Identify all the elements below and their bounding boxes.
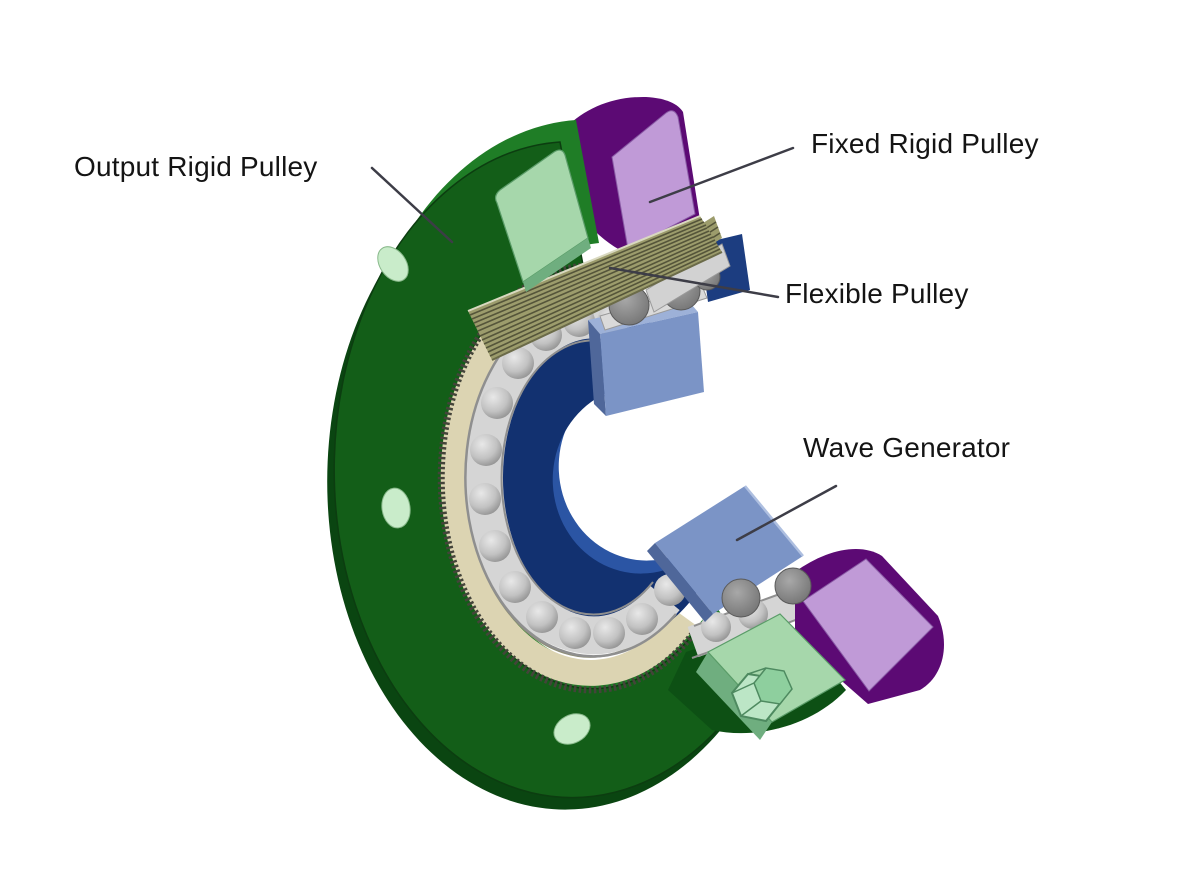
hex-bore-edges [731, 667, 767, 717]
wave-top-block-front-face [600, 312, 704, 416]
label-flexible-pulley: Flexible Pulley [785, 278, 969, 309]
belt-top-highlight [467, 215, 701, 312]
leader-line-fixed-rigid-pulley [648, 146, 795, 204]
ball [481, 387, 513, 419]
belt-main-ribbon-stripes [469, 218, 721, 357]
label-fixed-rigid-pulley: Fixed Rigid Pulley [811, 128, 1039, 159]
ball [479, 530, 511, 562]
flexible-pulley-belt [467, 215, 731, 361]
hex-bore [730, 667, 793, 723]
ball [559, 617, 591, 649]
roller [721, 578, 761, 618]
ball [701, 612, 731, 642]
leader-line-output-rigid-pulley [370, 166, 454, 244]
fixed-rigid-pulley-bottom [795, 549, 944, 704]
output-pulley-bottom-cut [696, 613, 846, 740]
belt-bottom-edge [491, 251, 723, 361]
wave-bottom-block-face [655, 486, 803, 614]
ball [470, 434, 502, 466]
leader-line-flexible-pulley [608, 266, 780, 299]
wave-bottom-block-dark-edge [647, 543, 713, 622]
flange-hole-middle [381, 487, 411, 529]
mint-top-dark-edge [523, 238, 591, 292]
fixed-pulley-top-cut-face [611, 110, 696, 250]
ball [502, 347, 534, 379]
fixed-pulley-bottom-cut-face [802, 558, 934, 692]
ball [526, 601, 558, 633]
bearing-race-inner-edge [500, 339, 654, 616]
mint-top-cut-face [494, 149, 589, 283]
roller [774, 567, 812, 605]
label-output-rigid-pulley: Output Rigid Pulley [74, 151, 318, 182]
ball [626, 603, 658, 635]
ball [499, 571, 531, 603]
output-pulley-top-cut [494, 149, 591, 292]
ball [593, 617, 625, 649]
leader-lines [370, 146, 838, 542]
wave-top-block-left-edge [588, 320, 606, 416]
bottom-rollers [721, 567, 812, 618]
label-wave-generator: Wave Generator [803, 432, 1011, 463]
flange-hole-bottom [553, 713, 591, 745]
flange-hole-top [377, 246, 409, 282]
ball [469, 483, 501, 515]
leader-line-wave-generator [735, 484, 838, 542]
